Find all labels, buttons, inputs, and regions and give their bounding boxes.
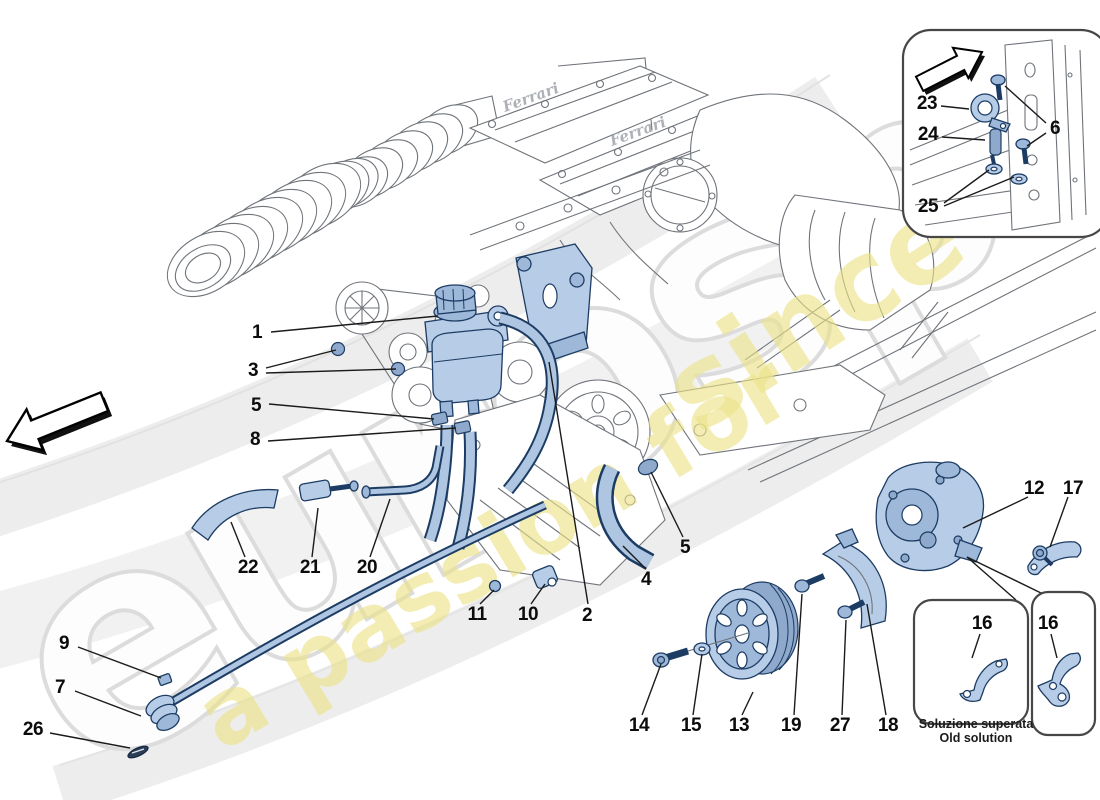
bolt-27 [837, 599, 866, 619]
leader-line-2 [548, 361, 589, 605]
nut-11 [488, 579, 502, 593]
clamp-23 [970, 93, 1011, 133]
leader-line-26 [49, 732, 131, 749]
return-pipe [127, 500, 547, 759]
leader-line-3 [265, 349, 337, 369]
leader-line-18 [866, 603, 887, 716]
leader-line-12 [962, 496, 1029, 529]
old-solution-caption-english: Old solution [939, 731, 1013, 745]
old-bracket-16-right [1037, 652, 1081, 707]
leader-line-16 [1050, 633, 1058, 659]
gearbox [778, 194, 935, 331]
leader-line-8 [267, 427, 457, 442]
leader-line-4 [622, 545, 647, 570]
highlighted-parts [127, 243, 1082, 759]
leader-line-3 [265, 368, 397, 374]
leader-line-7 [74, 690, 142, 717]
hose-part4 [595, 458, 659, 570]
hose-clamp-5 [430, 411, 449, 426]
bolt-6a [990, 74, 1006, 101]
old-solution-caption-italian: Soluzione superata [918, 717, 1034, 731]
leader-line-23 [940, 105, 970, 110]
power-steering-pump [875, 461, 985, 572]
leader-line-22 [230, 521, 246, 558]
crank-pulley-13 [667, 581, 799, 680]
leader-line-11 [479, 589, 495, 605]
hose-clamp-8 [453, 420, 472, 435]
leader-line-5 [650, 471, 684, 538]
detail-inset-box [901, 28, 1100, 239]
washers-25 [985, 163, 1028, 185]
leader-line-17 [1049, 496, 1069, 548]
leader-line-19 [793, 593, 803, 716]
leader-line-16 [971, 633, 981, 659]
leader-line-21 [311, 507, 319, 558]
bolt-14 [652, 647, 690, 668]
leader-line-1 [270, 315, 439, 333]
clamp-10 [531, 565, 559, 589]
leader-line-10 [530, 583, 546, 605]
leader-line-27 [841, 619, 847, 716]
bolt-3a [330, 341, 346, 357]
engine-line-art: Ferrari Ferrari [166, 57, 1097, 586]
reservoir-hoses [423, 311, 559, 550]
leader-line-13 [741, 691, 754, 716]
leader-line-5 [268, 403, 435, 420]
leader-line-14 [641, 663, 662, 716]
pump-shield-18 [821, 528, 887, 629]
bolt-19 [794, 573, 826, 593]
bracket-17 [1027, 541, 1082, 576]
pipe-20 [361, 445, 445, 499]
intake-hose [166, 95, 501, 298]
engine-cradle [659, 299, 886, 456]
direction-arrow-left [5, 390, 113, 456]
leader-line-9 [77, 646, 162, 679]
leader-line-25 [943, 176, 1015, 207]
connector-21 [298, 479, 359, 502]
inset-direction-arrow [914, 46, 985, 95]
leader-line-20 [369, 498, 391, 558]
old-bracket-16-left [959, 658, 1008, 702]
old-solution-box [912, 556, 1097, 737]
leader-line-6 [1004, 85, 1047, 124]
hose-sleeve-22 [191, 488, 279, 541]
leader-line-6 [1026, 132, 1047, 147]
clip-9 [157, 673, 173, 687]
leader-line-15 [692, 653, 703, 716]
oil-reservoir [424, 284, 509, 418]
leader-line-24 [941, 136, 986, 141]
leader-line-25 [943, 169, 990, 204]
stud-24 [989, 128, 1002, 165]
